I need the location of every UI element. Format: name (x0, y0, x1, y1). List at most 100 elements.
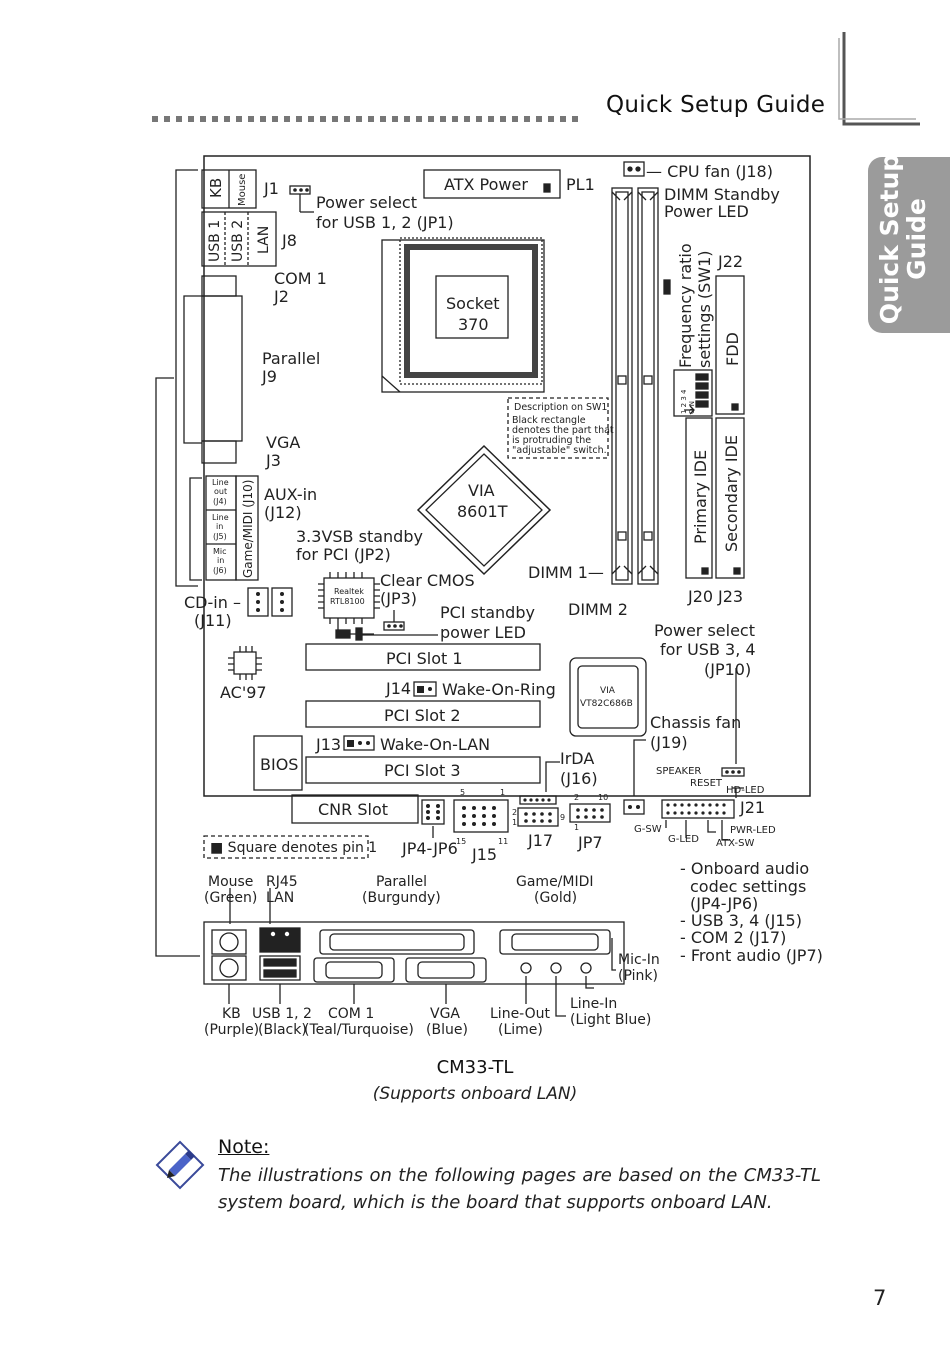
label-speaker: SPEAKER (656, 766, 701, 777)
label-onboard-3: (JP4-JP6) (690, 894, 758, 913)
label-line-in-2: in (216, 522, 223, 531)
label-atx-power: ATX Power (444, 175, 528, 194)
label-sw1-desc-5: "adjustable" switch. (512, 445, 607, 456)
label-atx-sw: ATX-SW (716, 838, 754, 849)
label-vsb-1: 3.3VSB standby (296, 527, 423, 546)
label-bp-linein-1: Line-In (570, 996, 617, 1012)
label-bp-mic-2: (Pink) (618, 968, 658, 984)
page-header-title: Quick Setup Guide (606, 92, 826, 118)
label-pci-standby-2: power LED (440, 623, 526, 642)
label-bp-rj45-2: LAN (266, 890, 294, 906)
label-line-out-3: (J4) (213, 497, 227, 506)
label-onboard-4: - USB 3, 4 (J15) (680, 911, 802, 930)
label-j15-pin15: 15 (456, 837, 466, 846)
label-cpu-fan: — CPU fan (J18) (646, 162, 773, 181)
label-aux-in-2: (J12) (264, 503, 302, 522)
label-usb2: USB 2 (230, 220, 246, 262)
label-pci-slot1: PCI Slot 1 (386, 649, 463, 668)
label-jp7-pin1: 1 (574, 823, 579, 832)
side-tab: Quick Setup Guide (868, 154, 950, 333)
label-pl1: PL1 (566, 175, 595, 194)
label-onboard-2: codec settings (690, 877, 806, 896)
board-model-caption: CM33-TL (436, 1057, 514, 1078)
board-model-subtitle: (Supports onboard LAN) (372, 1084, 578, 1104)
label-kb: KB (207, 178, 225, 198)
label-bp-lineout-1: Line-Out (490, 1006, 551, 1022)
label-onboard-5: - COM 2 (J17) (680, 928, 786, 947)
label-pci-slot2: PCI Slot 2 (384, 706, 461, 725)
label-aux-in-1: AUX-in (264, 485, 317, 504)
label-bp-mic-1: Mic-In (618, 952, 660, 968)
label-wake-on-ring: Wake-On-Ring (442, 680, 556, 699)
label-power-select-usb12-1: Power select (316, 193, 417, 212)
label-bp-mouse-2: (Green) (204, 890, 257, 906)
label-power-select-usb34-3: (JP10) (704, 660, 751, 679)
board-layout-diagram: KB Mouse J1 Power select for USB 1, 2 (J… (155, 155, 823, 1038)
label-bp-kb-2: (Purple) (204, 1022, 259, 1038)
label-bp-usb-2: (Black) (258, 1022, 307, 1038)
label-pwr-led: PWR-LED (730, 825, 776, 836)
label-bp-vga-1: VGA (430, 1006, 460, 1022)
label-j22: J22 (717, 252, 743, 271)
side-tab-text: Quick Setup Guide (875, 151, 950, 327)
label-bp-kb-1: KB (222, 1006, 241, 1022)
label-bp-parallel-2: (Burgundy) (362, 890, 441, 906)
label-secondary-ide: Secondary IDE (722, 435, 741, 552)
label-jp7-pin2: 2 (574, 793, 579, 802)
label-g-led: G-LED (668, 834, 699, 845)
label-bp-com-2: (Teal/Turquoise) (304, 1022, 414, 1038)
label-jp7-pin10: 10 (598, 793, 608, 802)
label-reset: RESET (690, 778, 723, 789)
label-onboard-6: - Front audio (JP7) (680, 946, 823, 965)
label-bp-rj45-1: RJ45 (266, 874, 298, 890)
label-ac97: AC'97 (220, 683, 267, 702)
label-dimm2: DIMM 2 (568, 600, 628, 619)
label-realtek-1: Realtek (334, 587, 364, 596)
label-pci-standby-1: PCI standby (440, 603, 535, 622)
label-mic-in-2: in (217, 556, 224, 565)
label-dimm-standby-2: Power LED (664, 202, 749, 221)
label-via-chip-2: VT82C686B (580, 699, 633, 709)
label-chassis-fan-1: Chassis fan (650, 713, 741, 732)
side-tab-line1: Quick Setup (875, 153, 904, 325)
label-jp4-jp6: JP4-JP6 (401, 839, 458, 858)
label-line-in-3: (J5) (213, 532, 227, 541)
label-primary-ide: Primary IDE (691, 450, 710, 544)
label-cd-in-2: (J11) (194, 611, 232, 630)
label-j2: J2 (273, 287, 289, 306)
label-j9: J9 (261, 367, 277, 386)
label-usb1: USB 1 (207, 220, 223, 262)
label-mic-in-3: (J6) (213, 566, 227, 575)
label-sw1-desc-4: is protruding the (512, 435, 591, 446)
label-j15: J15 (471, 845, 497, 864)
label-freq-ratio-1: Frequency ratio (676, 243, 695, 368)
label-vsb-2: for PCI (JP2) (296, 545, 391, 564)
label-j17: J17 (527, 831, 553, 850)
label-dimm-standby-1: DIMM Standby (664, 185, 780, 204)
label-j3: J3 (265, 451, 281, 470)
label-vga: VGA (266, 433, 300, 452)
label-realtek-2: RTL8100 (330, 597, 365, 606)
side-tab-line2: Guide (902, 198, 931, 280)
label-bp-lineout-2: (Lime) (498, 1022, 543, 1038)
label-bp-mouse-1: Mouse (208, 874, 253, 890)
label-j14: J14 (385, 679, 411, 698)
label-dimm1: DIMM 1— (528, 563, 604, 582)
label-power-select-usb12-2: for USB 1, 2 (JP1) (316, 213, 454, 232)
label-cd-in-1: CD-in – (184, 593, 241, 612)
label-bp-game-1: Game/MIDI (516, 874, 594, 890)
label-jp7-pin9: 9 (560, 813, 565, 822)
label-j20: J20 (687, 587, 713, 606)
label-chassis-fan-2: (J19) (650, 733, 688, 752)
label-com1: COM 1 (274, 269, 327, 288)
label-j17-pin2: 2 (512, 808, 517, 817)
label-irda-2: (J16) (560, 769, 598, 788)
label-jp7: JP7 (577, 833, 603, 852)
label-j15-pin5: 5 (460, 788, 465, 797)
label-j1: J1 (263, 179, 279, 198)
label-j23: J23 (717, 587, 743, 606)
label-fdd: FDD (723, 332, 742, 366)
label-bp-usb-1: USB 1, 2 (252, 1006, 312, 1022)
label-socket-1: Socket (446, 294, 500, 313)
corner-bracket (838, 32, 920, 126)
